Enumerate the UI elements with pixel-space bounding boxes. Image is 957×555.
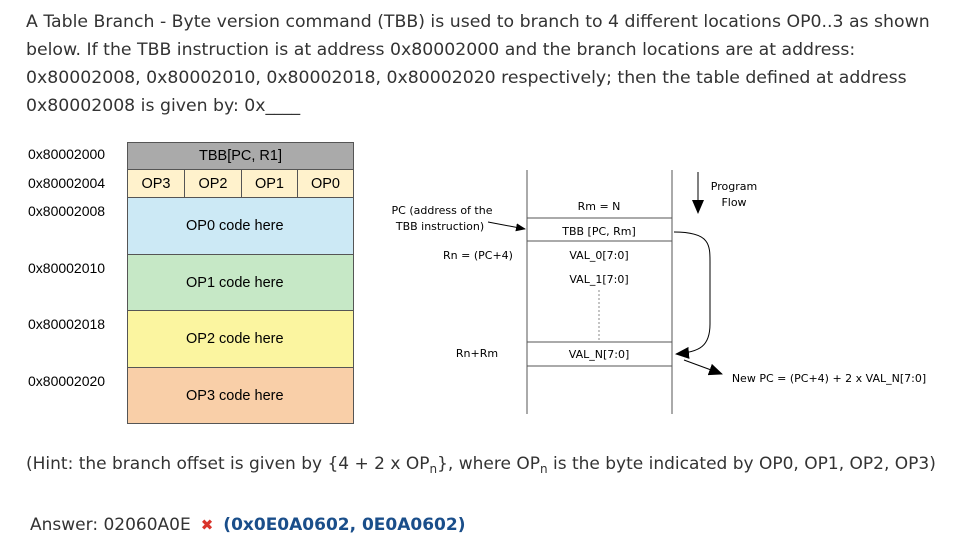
incorrect-icon: ✖ bbox=[200, 516, 214, 534]
pc-label: TBB instruction) bbox=[395, 220, 484, 233]
question-line: 0x80002008 is given by: 0x____ bbox=[26, 92, 936, 120]
code-block-op3: OP3 code here bbox=[127, 367, 354, 424]
pc-arrow bbox=[487, 221, 526, 232]
answer-label: Answer: 02060A0E bbox=[30, 515, 191, 535]
val-row-label: VAL_N[7:0] bbox=[569, 348, 630, 361]
code-block-op1: OP1 code here bbox=[127, 254, 354, 311]
address-label: 0x80002004 bbox=[28, 175, 106, 191]
val-row-label: VAL_0[7:0] bbox=[569, 249, 628, 262]
hint-part: (Hint: the branch offset is given by {4 … bbox=[26, 454, 430, 474]
hint-part: is the byte indicated by OP0, OP1, OP2, … bbox=[547, 454, 936, 474]
question-line: below. If the TBB instruction is at addr… bbox=[26, 40, 856, 60]
pc-label: PC (address of the bbox=[392, 204, 493, 217]
tbb-row-label: TBB [PC, Rm] bbox=[561, 225, 636, 238]
question-text: A Table Branch - Byte version command (T… bbox=[26, 8, 936, 120]
rm-label: Rm = N bbox=[578, 200, 621, 213]
address-label: 0x80002000 bbox=[28, 146, 106, 162]
code-block-label: OP3 code here bbox=[186, 388, 284, 404]
program-flow-label: Program bbox=[711, 180, 757, 193]
question-line: 0x80002008, 0x80002010, 0x80002018, 0x80… bbox=[26, 68, 907, 88]
question-line-text: 0x80002008 is given by: 0x bbox=[26, 96, 266, 116]
correct-answer: (0x0E0A0602, 0E0A0602) bbox=[223, 515, 466, 535]
instruction-text: TBB[PC, R1] bbox=[199, 148, 282, 164]
byte-label: OP1 bbox=[254, 176, 284, 192]
code-block-label: OP0 code here bbox=[186, 218, 284, 234]
address-label: 0x80002020 bbox=[28, 373, 106, 389]
answer-blank: ____ bbox=[265, 96, 301, 116]
code-block-label: OP1 code here bbox=[186, 275, 284, 291]
program-flow-label: Flow bbox=[721, 196, 746, 209]
byte-cell-op3: OP3 bbox=[127, 169, 185, 198]
question-line: A Table Branch - Byte version command (T… bbox=[26, 12, 930, 32]
instruction-cell: TBB[PC, R1] bbox=[127, 142, 354, 170]
new-pc-label: New PC = (PC+4) + 2 x VAL_N[7:0] bbox=[732, 372, 926, 385]
hint-subscript: n bbox=[539, 462, 548, 476]
byte-label: OP3 bbox=[141, 176, 171, 192]
jump-arrow bbox=[673, 231, 711, 359]
answer-row: Answer: 02060A0E ✖ (0x0E0A0602, 0E0A0602) bbox=[30, 515, 466, 535]
byte-cell-op0: OP0 bbox=[297, 169, 354, 198]
address-label: 0x80002008 bbox=[28, 203, 106, 219]
byte-label: OP0 bbox=[310, 176, 340, 192]
rn-rm-label: Rn+Rm bbox=[456, 347, 498, 360]
byte-cell-op1: OP1 bbox=[241, 169, 298, 198]
code-block-label: OP2 code here bbox=[186, 331, 284, 347]
address-label: 0x80002010 bbox=[28, 260, 106, 276]
new-pc-arrow bbox=[683, 359, 723, 376]
rn-label: Rn = (PC+4) bbox=[443, 249, 513, 262]
hint-part: }, where OP bbox=[437, 454, 540, 474]
byte-label: OP2 bbox=[198, 176, 228, 192]
val-row-label: VAL_1[7:0] bbox=[569, 273, 628, 286]
byte-cell-op2: OP2 bbox=[184, 169, 242, 198]
address-label: 0x80002018 bbox=[28, 316, 106, 332]
hint-subscript: n bbox=[429, 462, 438, 476]
hint-text: (Hint: the branch offset is given by {4 … bbox=[26, 454, 936, 476]
